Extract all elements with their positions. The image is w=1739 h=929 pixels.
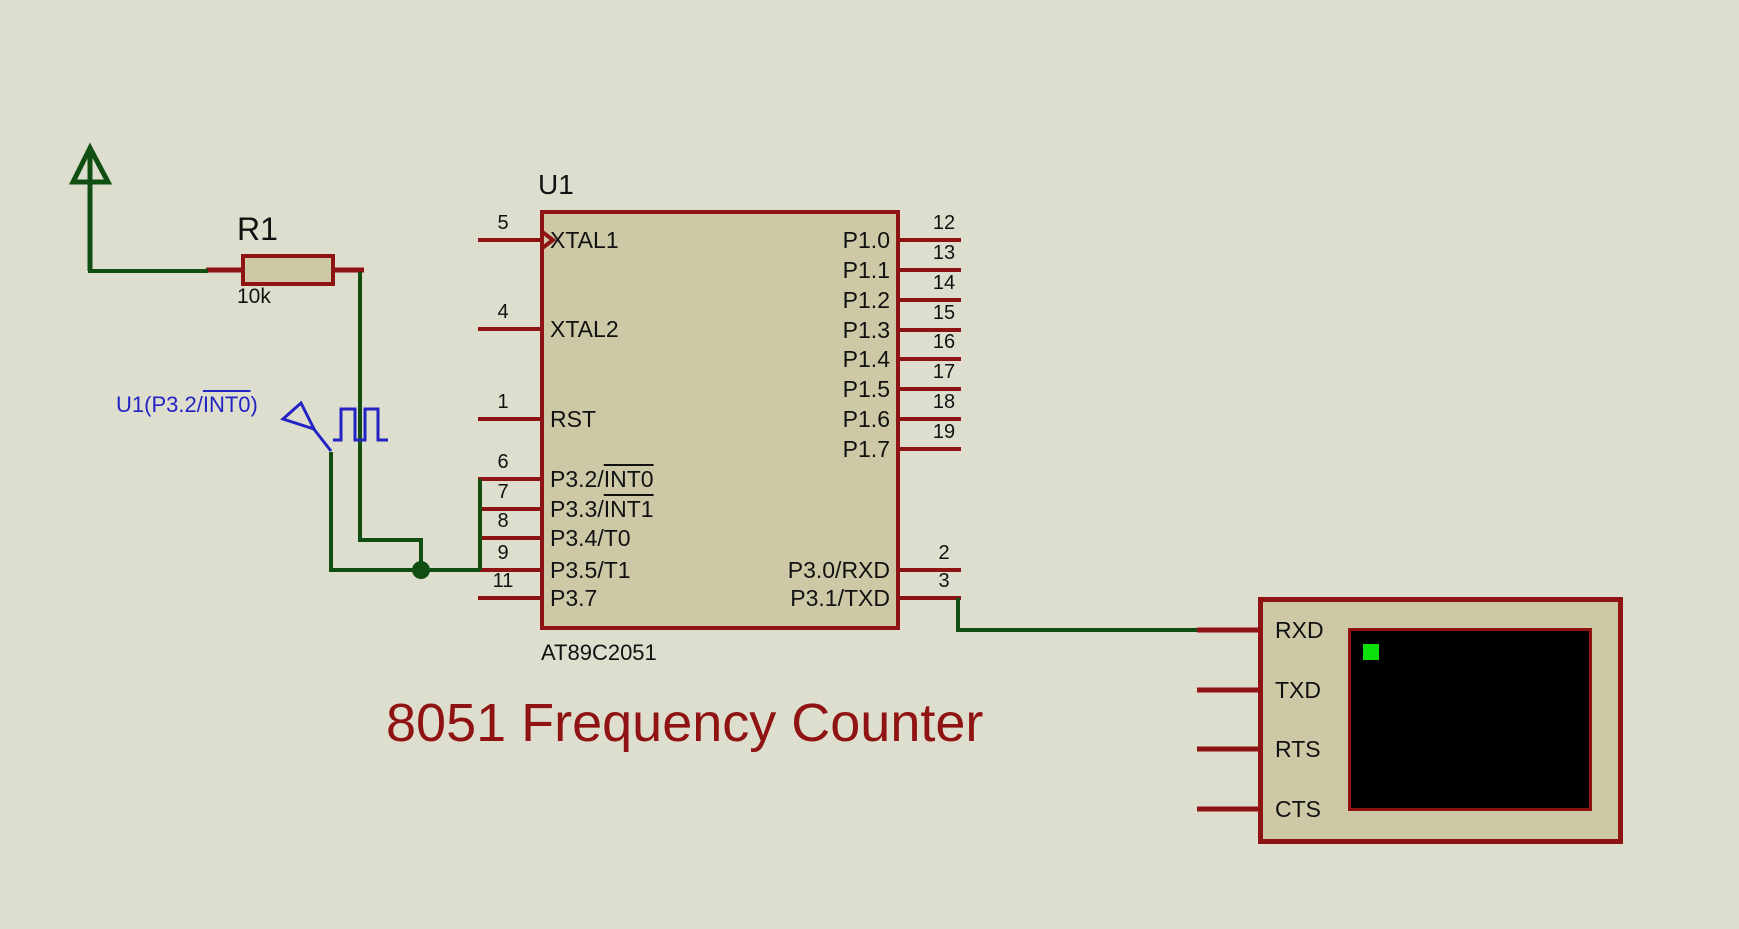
pulse-waveform-icon <box>333 407 388 442</box>
pin-number: 16 <box>932 331 956 353</box>
mcu-chip-body[interactable] <box>540 210 900 630</box>
pin-label-p31-txd: P3.1/TXD <box>790 585 890 611</box>
chip-left-pin-stubs[interactable] <box>478 238 541 600</box>
pin-number: 6 <box>497 451 509 473</box>
resistor-value-label: 10k <box>237 285 271 308</box>
terminal-pin-label-txd: TXD <box>1275 677 1321 703</box>
pin-number: 1 <box>497 391 509 413</box>
terminal-pin-stubs[interactable] <box>1197 627 1260 812</box>
probe-lead <box>311 427 333 452</box>
pin-number: 12 <box>932 212 956 234</box>
chip-part-label: AT89C2051 <box>541 640 657 665</box>
pin-number: 11 <box>492 570 514 592</box>
terminal-screen[interactable] <box>1348 628 1592 811</box>
pin-label-p33-int1: P3.3/INT1 <box>550 496 654 522</box>
pin-label-p37: P3.7 <box>550 585 598 611</box>
probe-group[interactable] <box>280 400 388 452</box>
pin-number: 13 <box>932 242 956 264</box>
pin-label-p15: P1.5 <box>842 376 890 402</box>
probe-net-label: U1(P3.2/INT0) <box>116 393 258 417</box>
probe-net-label-prefix: U1(P3.2/ <box>116 392 203 417</box>
pin-label-p12: P1.2 <box>842 287 890 313</box>
pin-label-xtal1: XTAL1 <box>550 227 619 253</box>
pin-label-p17: P1.7 <box>842 436 890 462</box>
probe-net-label-overline: INT0 <box>202 392 251 417</box>
terminal-pin-label-cts: CTS <box>1275 796 1321 822</box>
chip-ref-label: U1 <box>538 169 574 200</box>
voltage-probe-icon[interactable] <box>280 400 317 432</box>
pin-number: 17 <box>932 361 956 383</box>
pin-label-p13: P1.3 <box>842 317 890 343</box>
pin-label-p16: P1.6 <box>842 406 890 432</box>
pin-number: 3 <box>938 570 950 592</box>
chip-right-pin-stubs[interactable] <box>899 238 961 600</box>
pin-label-p11: P1.1 <box>842 257 890 283</box>
pin-number: 18 <box>932 391 956 413</box>
pin-number: 8 <box>497 510 509 532</box>
terminal-cursor-block <box>1363 644 1379 660</box>
schematic-title: 8051 Frequency Counter <box>386 693 984 753</box>
resistor-ref-label: R1 <box>237 211 278 247</box>
pin-number: 2 <box>938 542 950 564</box>
pin-number: 15 <box>932 302 956 324</box>
wires[interactable] <box>88 269 1197 632</box>
wire-junction-dot <box>412 561 430 579</box>
pin-number: 7 <box>497 481 509 503</box>
pin-label-p34-t0: P3.4/T0 <box>550 525 631 551</box>
terminal-pin-label-rts: RTS <box>1275 736 1321 762</box>
pin-label-p14: P1.4 <box>842 346 890 372</box>
pin-number: 14 <box>932 272 956 294</box>
probe-net-label-suffix: ) <box>250 392 258 417</box>
pin-label-rst: RST <box>550 406 596 432</box>
pin-number: 5 <box>497 212 509 234</box>
pin-number: 4 <box>497 301 509 323</box>
pin-label-p32-int0: P3.2/INT0 <box>550 466 654 492</box>
power-symbol[interactable] <box>68 142 113 271</box>
pin-label-p10: P1.0 <box>842 227 890 253</box>
pin-label-xtal2: XTAL2 <box>550 316 619 342</box>
pin-number: 19 <box>932 421 956 443</box>
pin-number: 9 <box>497 542 509 564</box>
pin-label-p30-rxd: P3.0/RXD <box>787 557 890 583</box>
pin-label-p35-t1: P3.5/T1 <box>550 557 631 583</box>
xtal1-clock-arrow-icon <box>539 229 557 251</box>
resistor-r1[interactable] <box>206 254 364 286</box>
resistor-body[interactable] <box>241 254 335 286</box>
terminal-pin-label-rxd: RXD <box>1275 617 1324 643</box>
